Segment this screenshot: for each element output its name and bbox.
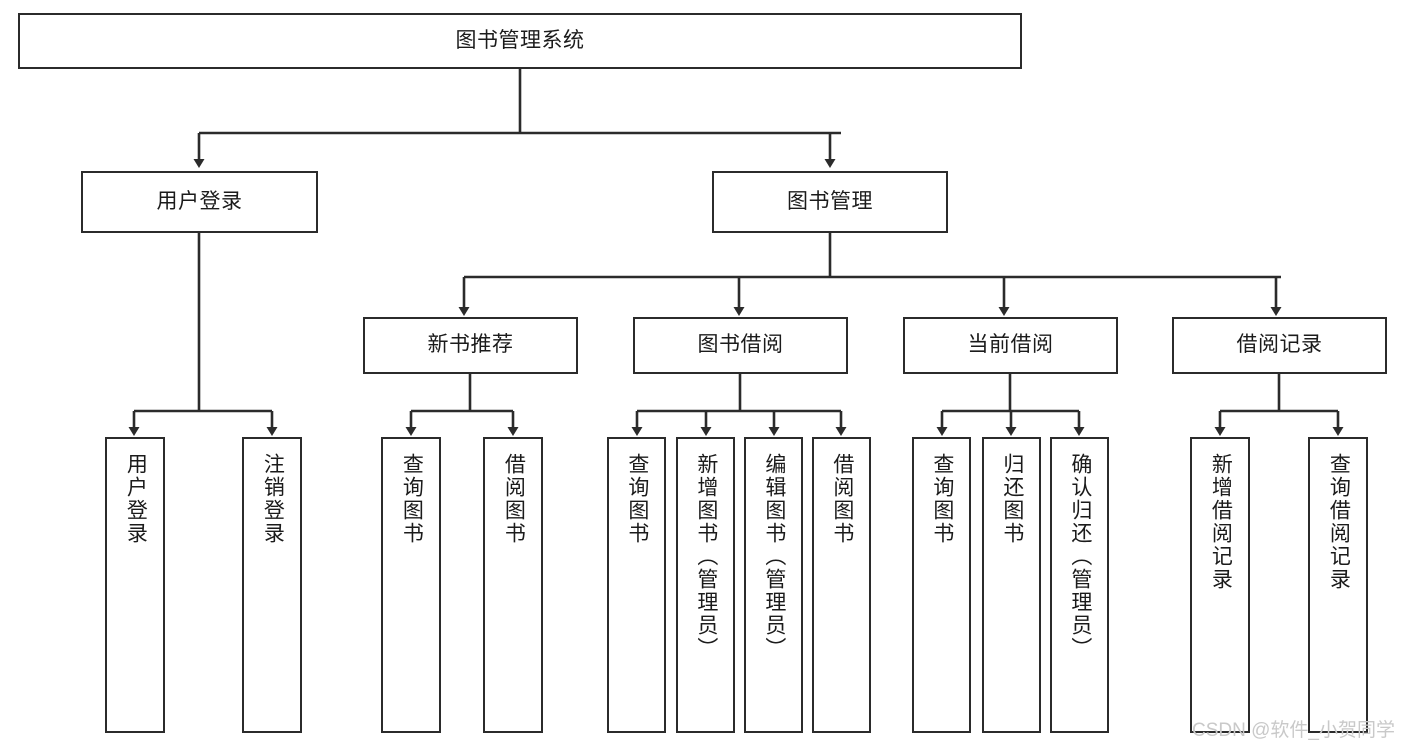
node-user-login[interactable]: 用户登录	[81, 171, 318, 233]
node-label: 借阅图书	[502, 453, 526, 545]
node-leaf-query-book-3[interactable]: 查询图书	[912, 437, 971, 733]
node-label: 查询图书	[930, 453, 954, 545]
node-label: 借阅记录	[1236, 333, 1323, 357]
node-leaf-confirm-return-admin[interactable]: 确认归还（管理员）	[1050, 437, 1109, 733]
node-book-borrow[interactable]: 图书借阅	[633, 317, 848, 374]
node-label: 归还图书	[1000, 453, 1024, 545]
node-label: 查询借阅记录	[1327, 453, 1351, 591]
node-leaf-edit-book-admin[interactable]: 编辑图书（管理员）	[744, 437, 803, 733]
node-leaf-user-login[interactable]: 用户登录	[105, 437, 165, 733]
node-label: 图书管理系统	[455, 28, 585, 52]
node-label: 借阅图书	[830, 453, 854, 545]
node-label: 用户登录	[124, 453, 148, 545]
node-leaf-return-book[interactable]: 归还图书	[982, 437, 1041, 733]
node-label: 新增图书（管理员）	[694, 453, 718, 660]
node-label: 查询图书	[400, 453, 424, 545]
node-new-book-recommend[interactable]: 新书推荐	[363, 317, 578, 374]
node-leaf-add-book-admin[interactable]: 新增图书（管理员）	[676, 437, 735, 733]
node-label: 确认归还（管理员）	[1068, 453, 1092, 660]
node-label: 用户登录	[156, 189, 243, 213]
node-leaf-borrow-book-1[interactable]: 借阅图书	[483, 437, 543, 733]
node-label: 编辑图书（管理员）	[762, 453, 786, 660]
node-label: 当前借阅	[967, 333, 1054, 357]
node-book-management[interactable]: 图书管理	[712, 171, 948, 233]
node-label: 图书借阅	[697, 333, 784, 357]
node-leaf-add-borrow-record[interactable]: 新增借阅记录	[1190, 437, 1250, 733]
node-label: 新书推荐	[427, 333, 514, 357]
node-label: 注销登录	[261, 453, 285, 545]
node-leaf-borrow-book-2[interactable]: 借阅图书	[812, 437, 871, 733]
csdn-watermark: CSDN @软件_小贺同学	[1192, 720, 1395, 741]
node-leaf-query-book-1[interactable]: 查询图书	[381, 437, 441, 733]
node-label: 图书管理	[787, 189, 873, 213]
node-current-borrow[interactable]: 当前借阅	[903, 317, 1118, 374]
node-leaf-query-borrow-record[interactable]: 查询借阅记录	[1308, 437, 1368, 733]
node-leaf-query-book-2[interactable]: 查询图书	[607, 437, 666, 733]
node-label: 查询图书	[625, 453, 649, 545]
node-leaf-logout-login[interactable]: 注销登录	[242, 437, 302, 733]
node-label: 新增借阅记录	[1209, 453, 1233, 591]
node-system-root[interactable]: 图书管理系统	[18, 13, 1022, 69]
node-borrow-record[interactable]: 借阅记录	[1172, 317, 1387, 374]
